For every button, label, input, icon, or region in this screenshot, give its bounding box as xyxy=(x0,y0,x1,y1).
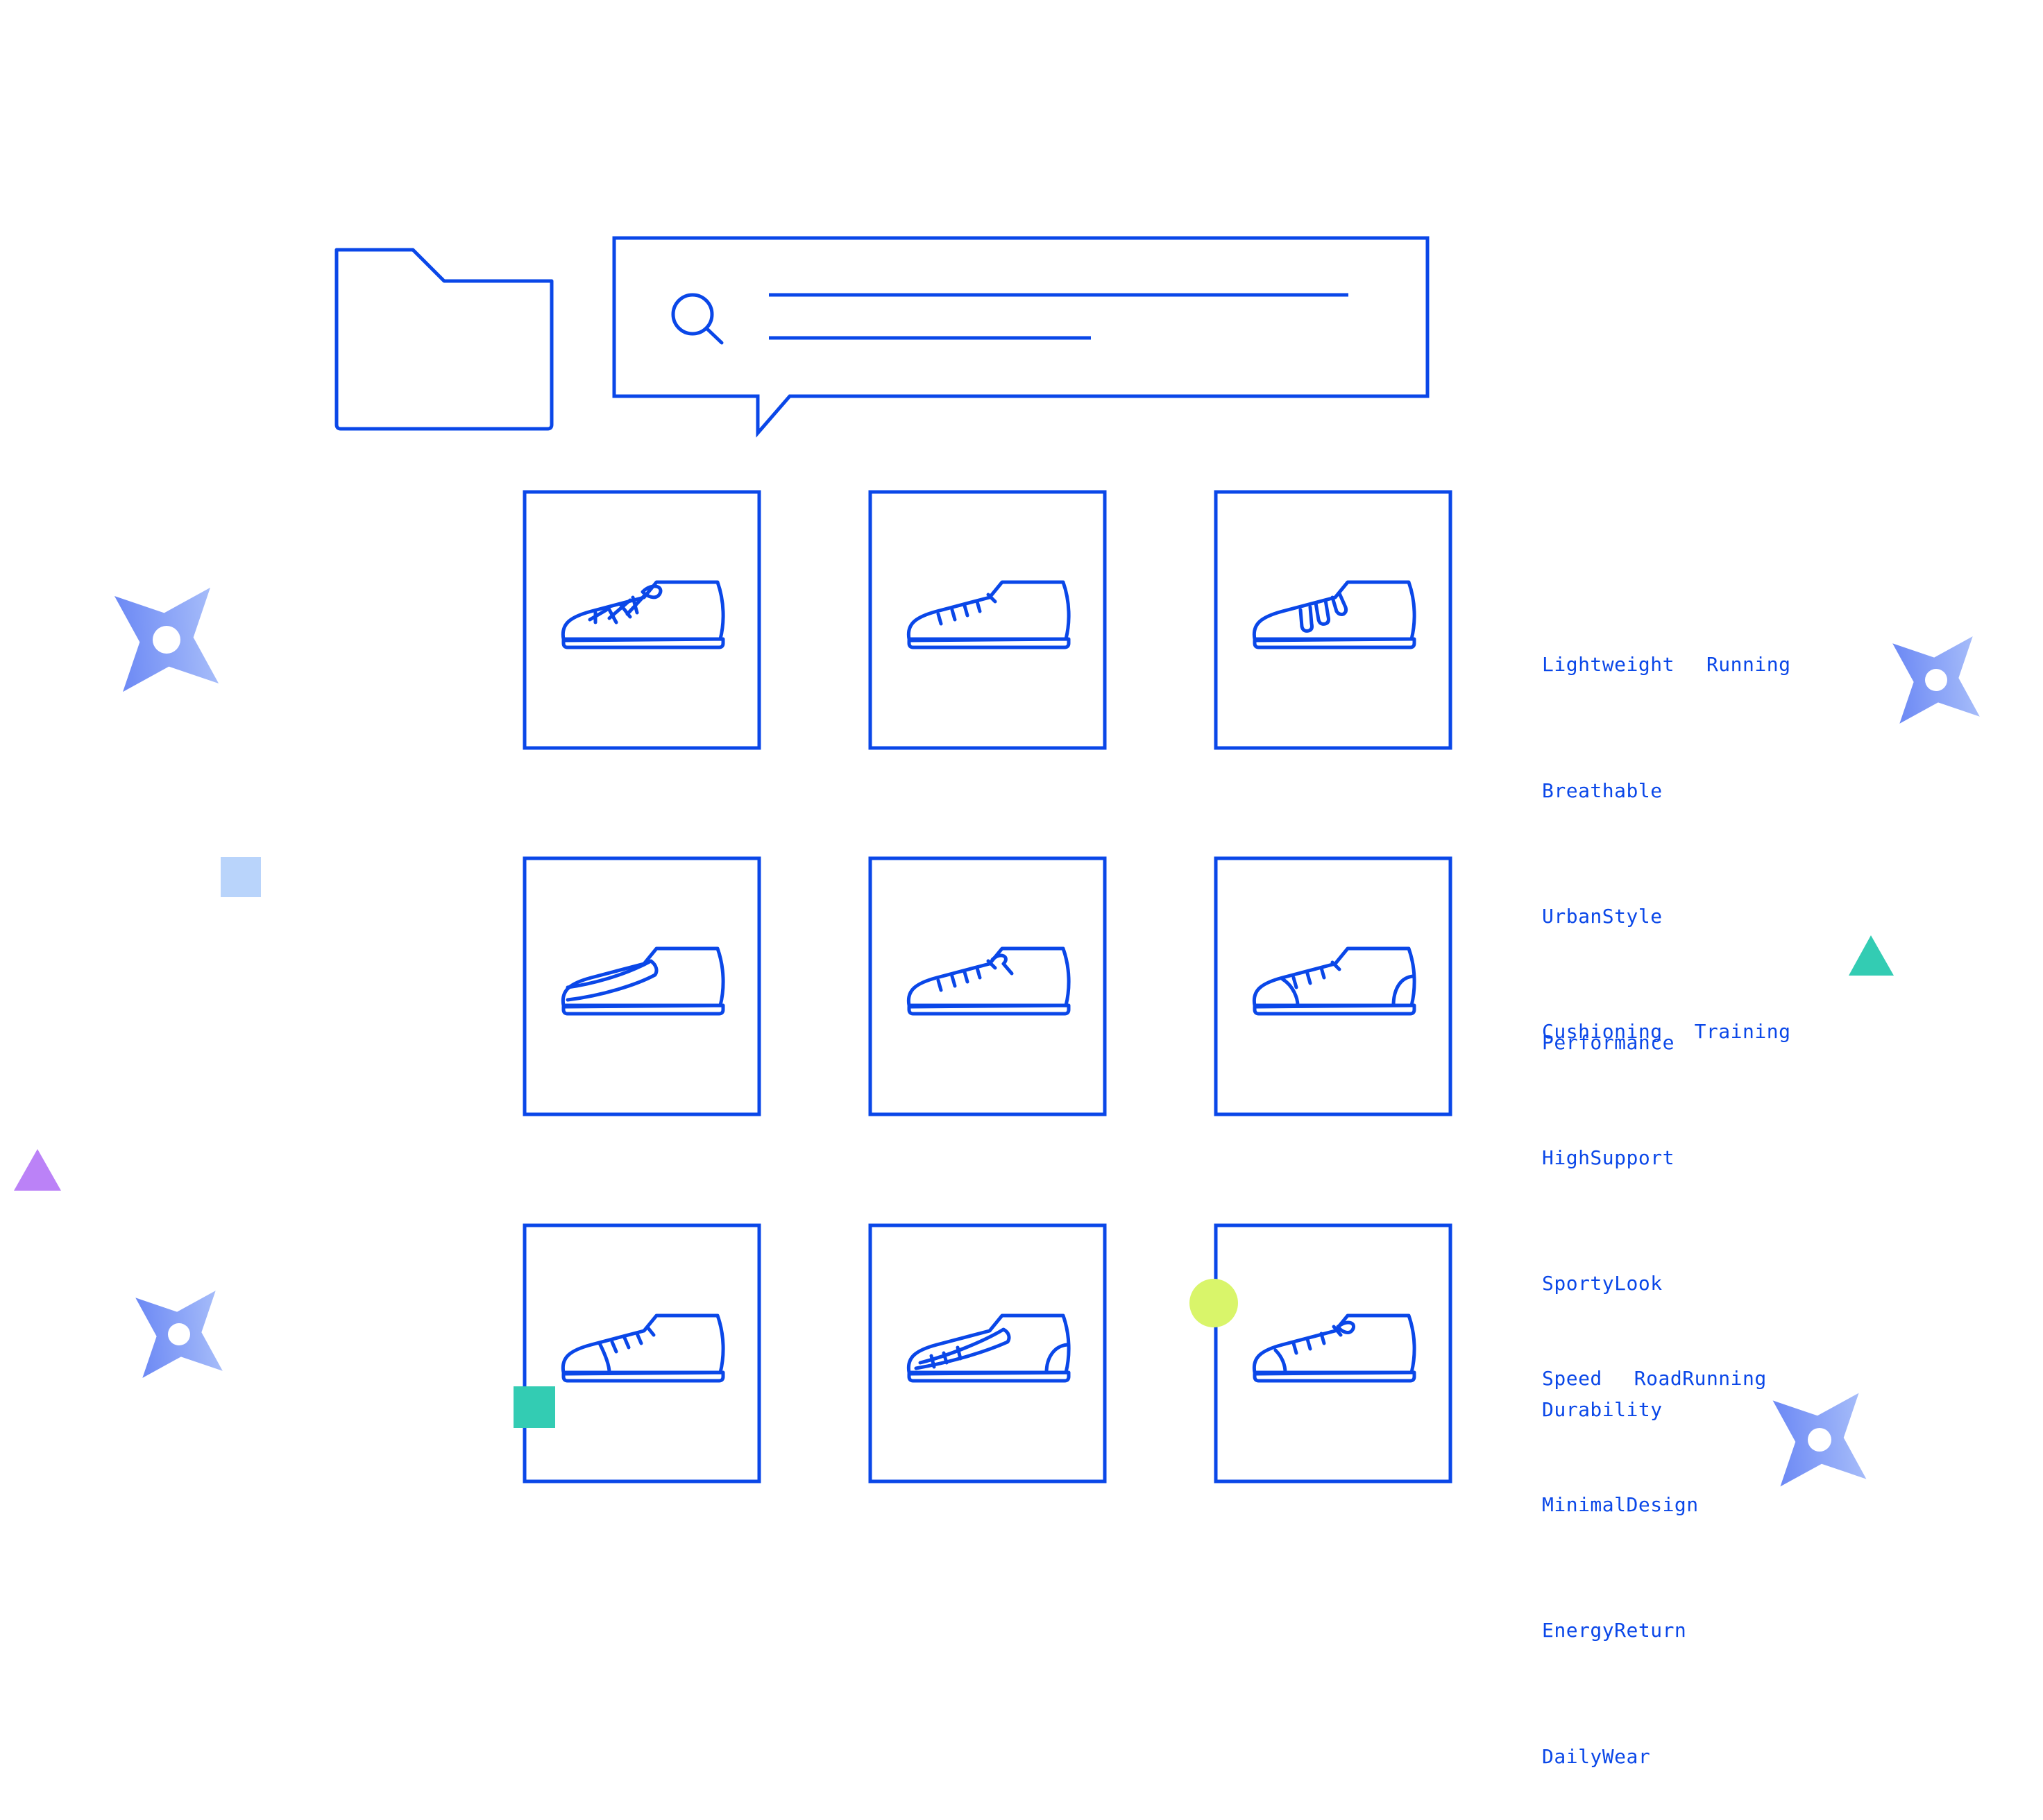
shoe-tile-frame xyxy=(1214,856,1452,1116)
shoe-tile-frame xyxy=(868,490,1107,750)
sneaker-icon xyxy=(1252,580,1416,649)
tag: EnergyReturn xyxy=(1542,1619,1687,1642)
light-blue-square xyxy=(221,857,261,897)
teal-triangle xyxy=(1849,935,1894,976)
shoe-tile-frame xyxy=(1214,490,1452,750)
sneaker-icon xyxy=(561,1313,725,1383)
tag: Cushioning xyxy=(1542,1020,1663,1043)
shoe-tile-frame xyxy=(523,490,761,750)
tag: Breathable xyxy=(1542,779,1663,802)
tag: Running xyxy=(1706,653,1791,676)
tag-group-1: Lightweight Running Breathable UrbanStyle… xyxy=(1542,560,1790,1106)
shoe-tile[interactable] xyxy=(523,856,761,1116)
shoe-tile[interactable] xyxy=(868,490,1107,750)
shoe-tile-frame xyxy=(523,856,761,1116)
shoe-tile-frame xyxy=(1214,1223,1452,1483)
tag: Speed xyxy=(1542,1367,1602,1390)
shoe-tile[interactable] xyxy=(1214,856,1452,1116)
sneaker-icon xyxy=(561,580,725,649)
tag-group-3: Speed RoadRunning MinimalDesign EnergyRet… xyxy=(1542,1274,1767,1820)
shoe-tile[interactable] xyxy=(868,1223,1107,1483)
sneaker-icon xyxy=(906,1313,1071,1383)
shoe-tile[interactable] xyxy=(523,1223,761,1483)
tag: Lightweight xyxy=(1542,653,1675,676)
search-bubble xyxy=(612,236,1430,438)
tag: DailyWear xyxy=(1542,1744,1651,1768)
sneaker-icon xyxy=(906,580,1071,649)
shoe-tile-frame xyxy=(868,1223,1107,1483)
tag: UrbanStyle xyxy=(1542,905,1663,928)
tag: Durability xyxy=(1542,1397,1663,1421)
sneaker-icon xyxy=(1252,946,1416,1016)
shoe-tile[interactable] xyxy=(523,490,761,750)
shoe-tile[interactable] xyxy=(1214,490,1452,750)
search-icon xyxy=(671,293,724,345)
shoe-tile-frame xyxy=(523,1223,761,1483)
shuriken-star-icon xyxy=(114,587,219,692)
sneaker-icon xyxy=(906,946,1071,1016)
sneaker-icon xyxy=(561,946,725,1016)
teal-square xyxy=(514,1386,555,1428)
purple-triangle xyxy=(14,1149,61,1191)
shuriken-star-icon xyxy=(1892,636,1980,724)
tag: RoadRunning xyxy=(1634,1367,1767,1390)
shuriken-star-icon xyxy=(135,1291,223,1378)
tag: HighSupport xyxy=(1542,1146,1675,1169)
lime-dot xyxy=(1189,1279,1238,1327)
tag: Performance xyxy=(1542,1030,1675,1054)
shoe-tile[interactable] xyxy=(1214,1223,1452,1483)
shoe-tile[interactable] xyxy=(868,856,1107,1116)
folder-icon xyxy=(334,248,554,431)
sneaker-icon xyxy=(1252,1313,1416,1383)
tag: SportyLook xyxy=(1542,1272,1663,1295)
shuriken-star-icon xyxy=(1772,1393,1867,1487)
tag: Training xyxy=(1694,1020,1791,1043)
tag-group-2: Cushioning Training HighSupport SportyLoo… xyxy=(1542,927,1790,1473)
shoe-tile-frame xyxy=(868,856,1107,1116)
tag: MinimalDesign xyxy=(1542,1492,1699,1516)
